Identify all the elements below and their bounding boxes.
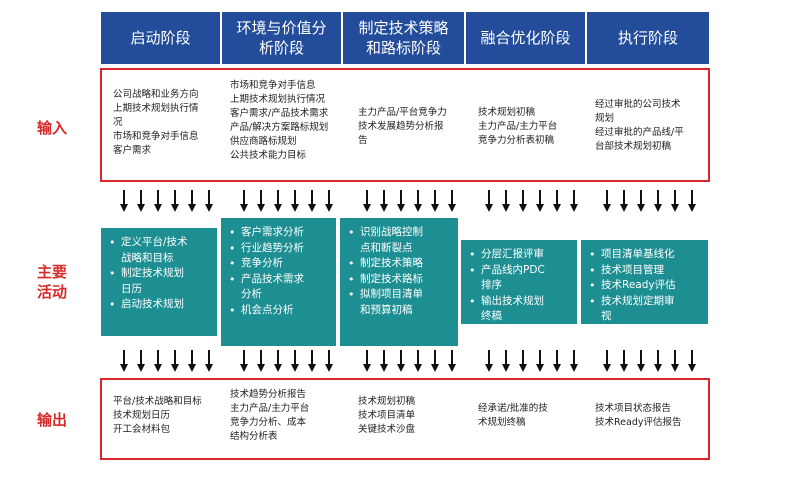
- phase-header-strategy: 制定技术策略 和路标阶段: [343, 12, 464, 64]
- row-label-output: 输出: [36, 411, 67, 429]
- phase-header-analysis: 环境与价值分 析阶段: [222, 12, 341, 64]
- output-cell-analysis: 技术趋势分析报告主力产品/主力平台竞争力分析、成本结构分析表: [230, 389, 310, 442]
- arrows-input-strategy: [363, 190, 456, 212]
- activity-item: 客户需求分析: [227, 225, 332, 241]
- input-cell-optimize: 技术规划初稿主力产品/主力平台竞争力分析表初稿: [478, 107, 558, 146]
- activity-item: 行业趋势分析: [227, 241, 332, 257]
- activity-item: 制定技术路标: [346, 272, 454, 288]
- activity-item: 制定技术策略: [346, 256, 454, 272]
- arrows-input-analysis: [240, 190, 333, 212]
- input-cell-strategy: 主力产品/平台竞争力技术发展趋势分析报告: [358, 107, 447, 146]
- arrows-input-execute: [603, 190, 696, 212]
- phase-header-startup: 启动阶段: [101, 12, 220, 64]
- phase-label: 制定技术策略 和路标阶段: [358, 19, 449, 57]
- output-cell-startup: 平台/技术战略和目标技术规划日历开工会材料包: [113, 396, 202, 435]
- phase-label: 融合优化阶段: [480, 29, 571, 47]
- activity-item: 定义平台/技术 战略和目标: [107, 235, 213, 266]
- activity-item: 产品线内PDC 排序: [467, 263, 573, 294]
- arrows-output-strategy: [363, 350, 456, 372]
- phase-label: 执行阶段: [617, 29, 678, 47]
- phase-header-execute: 执行阶段: [587, 12, 709, 64]
- arrows-input-optimize: [485, 190, 578, 212]
- activity-item: 项目清单基线化: [587, 247, 704, 263]
- output-cell-execute: 技术项目状态报告技术Ready评估报告: [595, 403, 682, 428]
- arrows-output-analysis: [240, 350, 333, 372]
- input-cell-startup: 公司战略和业务方向上期技术规划执行情况市场和竞争对手信息客户需求: [113, 89, 199, 156]
- output-cell-optimize: 经承诺/批准的技术规划终稿: [478, 403, 548, 428]
- activity-box-execute: 项目清单基线化 技术项目管理 技术Ready评估 技术规划定期审 视: [581, 240, 708, 324]
- activity-item: 识别战略控制 点和断裂点: [346, 225, 454, 256]
- arrows-output-startup: [120, 350, 213, 372]
- activity-item: 分层汇报评审: [467, 247, 573, 263]
- activity-box-optimize: 分层汇报评审 产品线内PDC 排序 输出技术规划 终稿: [461, 240, 577, 324]
- activity-item: 输出技术规划 终稿: [467, 294, 573, 325]
- activity-item: 产品技术需求 分析: [227, 272, 332, 303]
- activity-item: 机会点分析: [227, 303, 332, 319]
- activity-item: 技术规划定期审 视: [587, 294, 704, 325]
- arrows-output-execute: [603, 350, 696, 372]
- activity-box-strategy: 识别战略控制 点和断裂点 制定技术策略 制定技术路标 拟制项目清单 和预算初稿: [340, 218, 458, 346]
- input-cell-execute: 经过审批的公司技术规划经过审批的产品线/平台部技术规划初稿: [595, 99, 684, 152]
- activity-item: 启动技术规划: [107, 297, 213, 313]
- input-frame: [100, 68, 710, 182]
- activity-item: 技术项目管理: [587, 263, 704, 279]
- output-cell-strategy: 技术规划初稿技术项目清单关键技术沙盘: [358, 396, 416, 435]
- phase-header-optimize: 融合优化阶段: [466, 12, 585, 64]
- arrows-output-optimize: [485, 350, 578, 372]
- arrows-input-startup: [120, 190, 213, 212]
- activity-item: 技术Ready评估: [587, 278, 704, 294]
- activity-box-startup: 定义平台/技术 战略和目标 制定技术规划 日历 启动技术规划: [101, 228, 217, 336]
- row-label-input: 输入: [36, 119, 67, 137]
- activity-box-analysis: 客户需求分析 行业趋势分析 竞争分析 产品技术需求 分析 机会点分析: [221, 218, 336, 346]
- phase-label: 启动阶段: [130, 29, 191, 47]
- activity-item: 制定技术规划 日历: [107, 266, 213, 297]
- activity-item: 拟制项目清单 和预算初稿: [346, 287, 454, 318]
- output-frame: [100, 378, 710, 460]
- activity-item: 竞争分析: [227, 256, 332, 272]
- row-label-activities: 主要 活动: [36, 263, 67, 301]
- input-cell-analysis: 市场和竞争对手信息上期技术规划执行情况客户需求/产品技术需求产品/解决方案路标规…: [230, 80, 329, 161]
- phase-label: 环境与价值分 析阶段: [236, 19, 327, 57]
